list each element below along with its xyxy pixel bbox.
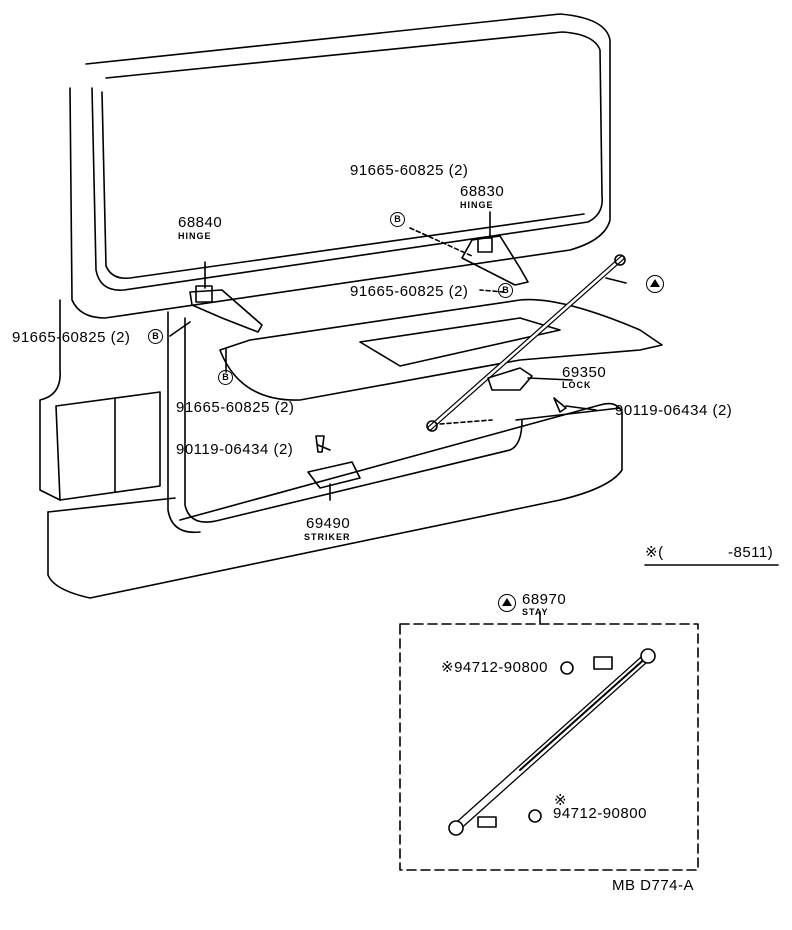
striker [307, 461, 361, 489]
lock-number: 69350 [562, 364, 607, 381]
hinge-left-name: HINGE [178, 231, 212, 241]
footnote-mark: ※( [645, 544, 664, 561]
screw-left [315, 435, 325, 453]
drawing-code: MB D774-A [612, 877, 695, 894]
bolt-b-marker: B [148, 329, 163, 344]
stay-detail-box [399, 623, 699, 871]
stay-number: 68970 [522, 591, 567, 608]
nut-bottom-mark: ※ [554, 792, 568, 809]
bolt-b-marker: B [498, 283, 513, 298]
footnote-range: -8511) [728, 544, 774, 561]
window-glass [91, 31, 604, 291]
hinge-right-name: HINGE [460, 200, 494, 210]
bolt-mid-right-label: 91665-60825 (2) [350, 283, 469, 300]
bolt-b-marker: B [218, 370, 233, 385]
right-hinge [461, 235, 529, 286]
door-frame [69, 13, 611, 319]
hinge-left-number: 68840 [178, 214, 223, 231]
hinge-right-number: 68830 [460, 183, 505, 200]
lock-name: LOCK [562, 380, 592, 390]
bolt-upper-right-label: 91665-60825 (2) [350, 162, 469, 179]
bolt-lower-left-label: 91665-60825 (2) [176, 399, 295, 416]
triangle-in-circle-icon [646, 275, 664, 293]
screw-right [553, 397, 567, 413]
nut-top-label: ※94712-90800 [441, 659, 548, 676]
body-outline [39, 299, 61, 501]
nut-bottom-label: 94712-90800 [553, 805, 647, 822]
rear-bumper [47, 402, 623, 599]
striker-number: 69490 [306, 515, 351, 532]
striker-name: STRIKER [304, 532, 351, 542]
bolt-b-marker: B [390, 212, 405, 227]
lock [487, 367, 533, 391]
bolt-left-label: 91665-60825 (2) [12, 329, 131, 346]
left-hinge [189, 289, 263, 333]
triangle-in-circle-icon [498, 594, 516, 612]
screw-left-label: 90119-06434 (2) [176, 441, 294, 458]
screw-right-label: 90119-06434 (2) [615, 402, 733, 419]
tail-lamp [55, 391, 161, 501]
stay-name: STAY [522, 607, 549, 617]
